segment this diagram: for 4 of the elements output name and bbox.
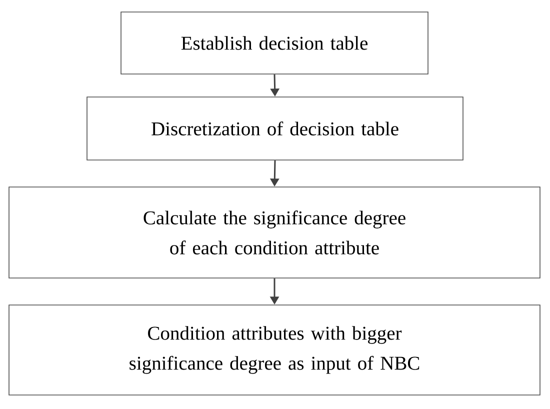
process-box: Discretization of decision table — [86, 96, 464, 160]
process-box: Condition attributes with bigger significance degree as input of NBC — [8, 304, 540, 396]
process-box: Calculate the significance degree of each condition attribute — [8, 186, 540, 278]
process-box: Establish decision table — [120, 12, 428, 74]
